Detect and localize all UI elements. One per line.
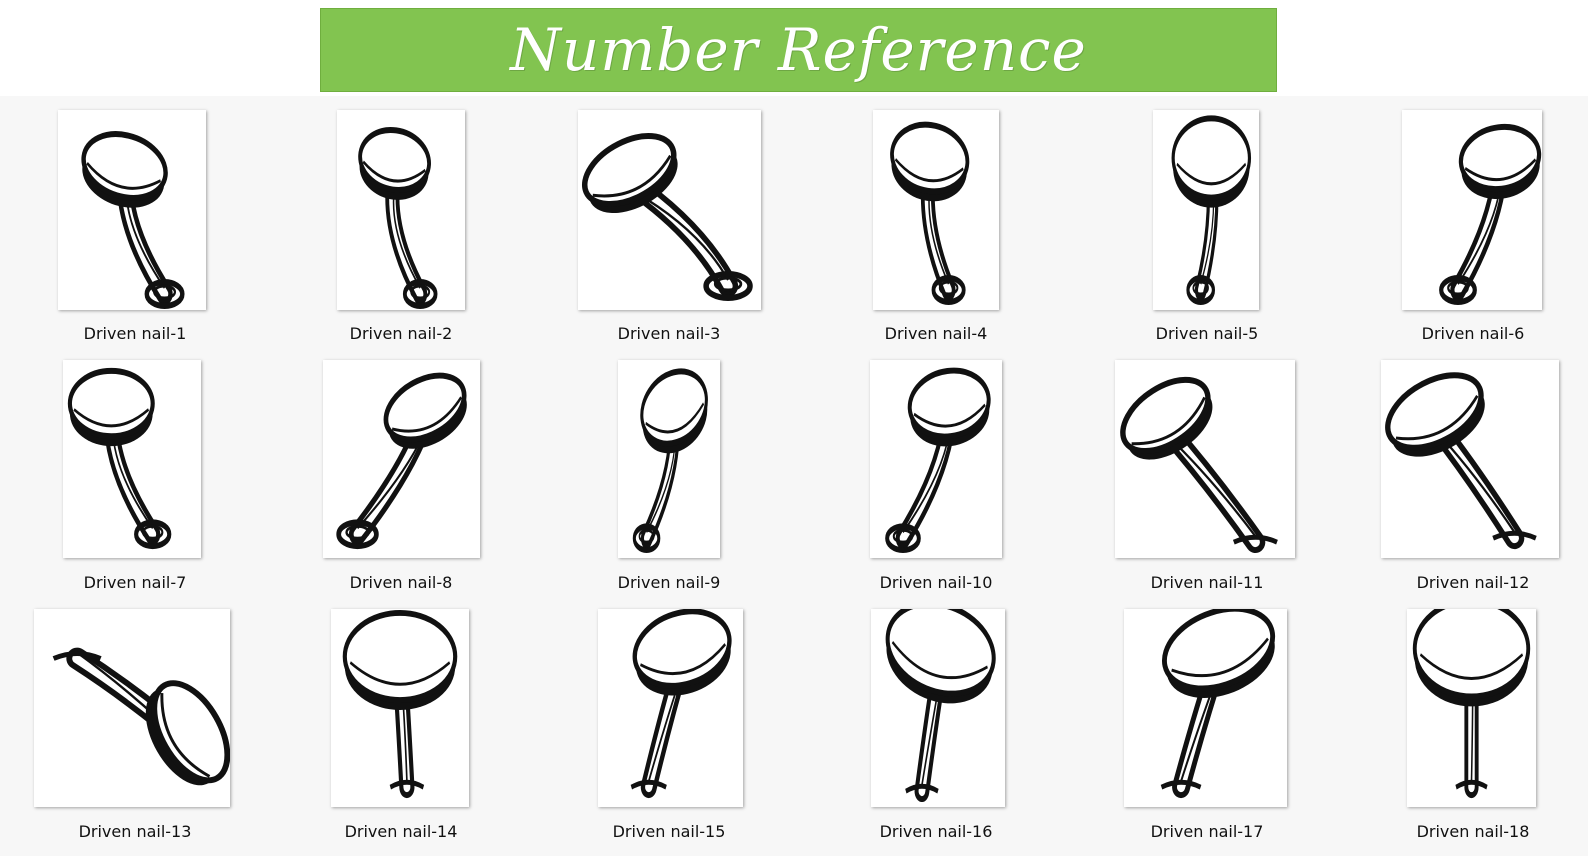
- thumbnail-caption: Driven nail-13: [78, 822, 192, 841]
- thumbnail-5[interactable]: [1153, 110, 1259, 310]
- driven-nail-icon: [632, 368, 708, 554]
- page-title: Number Reference: [510, 16, 1087, 84]
- driven-nail-icon: [1412, 609, 1531, 799]
- thumbnail-caption: Driven nail-16: [879, 822, 993, 841]
- thumbnail-caption: Driven nail-11: [1150, 573, 1264, 592]
- thumbnail-8[interactable]: [323, 360, 480, 558]
- thumbnail-13[interactable]: [34, 609, 230, 807]
- driven-nail-icon: [342, 609, 458, 799]
- thumbnail-17[interactable]: [1124, 609, 1287, 807]
- thumbnail-caption: Driven nail-10: [879, 573, 993, 592]
- driven-nail-icon: [1160, 609, 1276, 799]
- driven-nail-icon: [1439, 123, 1542, 305]
- driven-nail-icon: [1385, 372, 1537, 550]
- thumbnail-10[interactable]: [870, 360, 1002, 558]
- thumbnail-caption: Driven nail-5: [1155, 324, 1259, 343]
- thumbnail-16[interactable]: [871, 609, 1005, 807]
- driven-nail-icon: [890, 121, 970, 305]
- thumbnail-11[interactable]: [1115, 360, 1295, 558]
- thumbnail-caption: Driven nail-12: [1416, 573, 1530, 592]
- thumbnail-15[interactable]: [598, 609, 743, 807]
- thumbnail-caption: Driven nail-8: [349, 573, 453, 592]
- thumbnail-caption: Driven nail-6: [1421, 324, 1525, 343]
- thumbnail-12[interactable]: [1381, 360, 1559, 558]
- driven-nail-icon: [67, 367, 172, 550]
- title-banner: Number Reference: [320, 8, 1277, 92]
- driven-nail-icon: [885, 609, 996, 803]
- thumbnail-caption: Driven nail-2: [349, 324, 453, 343]
- thumbnail-caption: Driven nail-4: [884, 324, 988, 343]
- driven-nail-icon: [81, 131, 185, 309]
- thumbnail-grid: [0, 96, 1588, 856]
- driven-nail-icon: [358, 127, 438, 309]
- thumbnail-caption: Driven nail-1: [83, 324, 187, 343]
- thumbnail-7[interactable]: [63, 360, 201, 558]
- driven-nail-icon: [336, 372, 467, 550]
- driven-nail-icon: [1171, 115, 1252, 305]
- thumbnail-18[interactable]: [1407, 609, 1536, 807]
- driven-nail-icon: [581, 133, 753, 301]
- thumbnail-6[interactable]: [1402, 110, 1542, 310]
- thumbnail-4[interactable]: [873, 110, 999, 310]
- thumbnail-caption: Driven nail-7: [83, 573, 187, 592]
- thumbnail-9[interactable]: [618, 360, 720, 558]
- driven-nail-icon: [52, 647, 230, 786]
- thumbnail-caption: Driven nail-15: [612, 822, 726, 841]
- thumbnail-caption: Driven nail-18: [1416, 822, 1530, 841]
- driven-nail-icon: [885, 367, 991, 554]
- driven-nail-icon: [1120, 376, 1278, 554]
- thumbnail-caption: Driven nail-17: [1150, 822, 1264, 841]
- thumbnail-caption: Driven nail-9: [617, 573, 721, 592]
- driven-nail-icon: [630, 609, 732, 799]
- thumbnail-3[interactable]: [578, 110, 761, 310]
- thumbnail-14[interactable]: [331, 609, 469, 807]
- thumbnail-1[interactable]: [58, 110, 206, 310]
- thumbnail-caption: Driven nail-14: [344, 822, 458, 841]
- thumbnail-2[interactable]: [337, 110, 465, 310]
- thumbnail-caption: Driven nail-3: [617, 324, 721, 343]
